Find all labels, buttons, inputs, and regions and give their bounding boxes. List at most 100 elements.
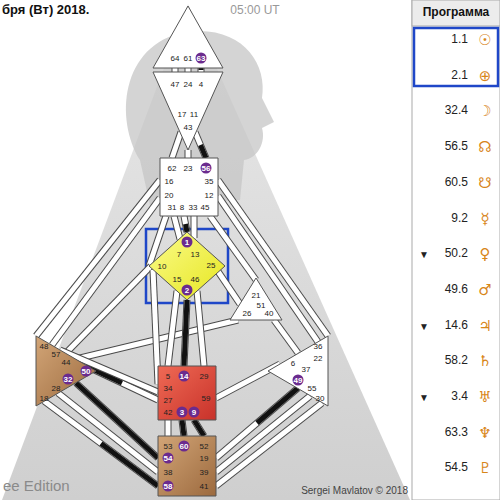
gate-number: 17 <box>178 110 187 119</box>
channel-line <box>194 216 195 238</box>
gate-number: 57 <box>52 350 61 359</box>
gate-number: 38 <box>164 468 173 477</box>
gate-number: 25 <box>207 261 216 270</box>
gate-number: 34 <box>164 384 173 393</box>
panel-title: Программа <box>423 6 490 19</box>
channel-stroke <box>216 388 298 458</box>
channel-line <box>218 196 318 342</box>
head-center: 646163 <box>153 6 223 68</box>
planet-symbol: ♂ <box>478 282 491 299</box>
channel-stroke <box>182 420 184 436</box>
channel-line <box>168 291 177 366</box>
center-shape <box>153 6 223 68</box>
channel-stroke <box>184 300 187 366</box>
gate-line-value: 2.1 <box>451 69 468 82</box>
channel-line <box>216 403 322 486</box>
gate-number: 40 <box>265 309 274 318</box>
gate-line-value: 3.4 <box>451 390 468 403</box>
channel-stroke <box>218 196 318 342</box>
throat-center: 622356163520123183345 <box>160 158 218 216</box>
planet-symbol: ♃ <box>478 317 491 334</box>
gate-number: 51 <box>257 301 266 310</box>
gate-number: 27 <box>164 396 173 405</box>
solar-plexus-center: 3662237495530 <box>268 336 328 406</box>
gate-number: 30 <box>316 394 325 403</box>
ajna-center: 47244171143 <box>153 72 223 150</box>
channel-stroke <box>216 388 298 458</box>
channel-stroke <box>172 68 179 72</box>
channel-line <box>36 180 160 336</box>
channel-stroke <box>218 180 328 336</box>
gate-number: 45 <box>201 203 210 212</box>
channel-line <box>197 291 204 366</box>
channel-stroke <box>182 420 184 436</box>
channel-stroke <box>66 266 151 353</box>
center-shape <box>158 366 216 420</box>
channel-stroke <box>168 291 177 366</box>
gate-number: 18 <box>40 394 49 403</box>
channel-line <box>188 68 189 72</box>
gate-number: 29 <box>200 372 209 381</box>
gate-number: 24 <box>184 80 193 89</box>
channel-stroke <box>166 420 171 436</box>
channel-line <box>168 420 169 436</box>
gate-number: 35 <box>205 177 214 186</box>
gate-line-value: 58.2 <box>445 355 468 368</box>
planet-symbol: ♄ <box>478 353 491 370</box>
root-center: 536052541938395841 <box>158 436 216 496</box>
gate-line-value: 9.2 <box>451 212 468 225</box>
gate-number: 22 <box>314 354 323 363</box>
panel-header <box>412 0 500 26</box>
channel-stroke <box>218 180 328 336</box>
gate-number: 21 <box>252 291 261 300</box>
gate-number: 4 <box>199 80 203 89</box>
gate-number: 47 <box>171 80 180 89</box>
planet-symbol: ♀ <box>480 246 491 263</box>
channel-stroke <box>198 68 205 72</box>
gate-number: 32 <box>63 374 74 385</box>
channel-line <box>201 68 202 72</box>
gate-number: 33 <box>189 203 198 212</box>
channel-stroke <box>199 68 204 72</box>
channel-stroke <box>216 396 310 472</box>
gate-number: 60 <box>179 441 190 452</box>
gate-number: 31 <box>168 203 177 212</box>
center-shape <box>230 278 282 320</box>
channel-stroke <box>174 216 180 239</box>
channel-stroke <box>186 224 188 232</box>
planet-symbol: ☋ <box>478 175 491 192</box>
channel-stroke <box>58 393 158 472</box>
gate-number: 7 <box>177 250 181 259</box>
planet-symbol: ☉ <box>478 32 491 49</box>
gate-number: 36 <box>314 342 323 351</box>
sacral-center: 514293427594239 <box>158 366 216 420</box>
gate-number: 3 <box>177 407 188 418</box>
planet-panel <box>412 0 500 500</box>
gate-number: 37 <box>302 365 311 374</box>
gate-line-value: 63.3 <box>445 426 468 439</box>
channel-stroke <box>201 145 207 158</box>
channel-line <box>153 270 158 384</box>
gate-number: 41 <box>200 482 209 491</box>
channel-stroke <box>101 444 158 487</box>
gate-line-value: 60.5 <box>445 176 468 189</box>
channel-stroke <box>44 401 158 486</box>
channel-stroke <box>184 300 187 366</box>
heart-center: 2151 26 40 <box>230 278 282 320</box>
channel-line <box>58 393 158 472</box>
channel-line <box>172 132 181 158</box>
channel-stroke <box>184 216 187 232</box>
channel-stroke <box>44 401 158 486</box>
channel-stroke <box>274 320 298 353</box>
channel-stroke <box>36 180 160 336</box>
gate-number: 13 <box>191 250 200 259</box>
channel-stroke <box>66 266 151 353</box>
gate-number: 5 <box>166 372 170 381</box>
channel-stroke <box>58 393 158 472</box>
planet-symbol: ☽ <box>478 103 491 120</box>
gate-number: 26 <box>243 309 252 318</box>
gate-number: 6 <box>291 359 295 368</box>
planet-symbol: ♆ <box>478 424 491 441</box>
gate-number: 62 <box>168 164 177 173</box>
